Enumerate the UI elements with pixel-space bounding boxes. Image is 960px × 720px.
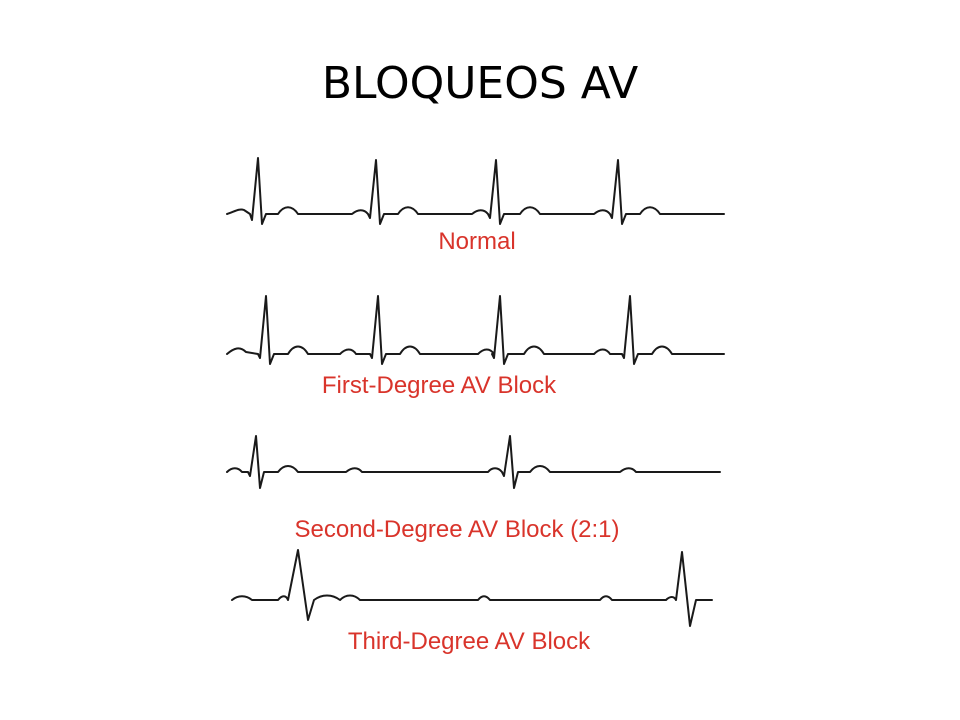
strip-label-normal: Normal xyxy=(438,228,516,255)
strip-label-third-degree: Third-Degree AV Block xyxy=(347,628,591,655)
ecg-figure: Normal First-Degree AV Block Second-Degr… xyxy=(222,148,732,668)
ecg-strip-normal: Normal xyxy=(222,148,732,255)
strip-label-first-degree: First-Degree AV Block xyxy=(321,372,557,399)
ecg-trace-first-degree xyxy=(226,295,725,365)
ecg-trace-second-degree xyxy=(226,435,721,489)
ecg-strip-second-degree: Second-Degree AV Block (2:1) xyxy=(222,430,732,543)
slide-title: BLOQUEOS AV xyxy=(321,58,639,109)
strip-label-second-degree: Second-Degree AV Block (2:1) xyxy=(294,516,620,543)
ecg-trace-normal xyxy=(226,157,725,225)
ecg-strip-first-degree: First-Degree AV Block xyxy=(222,288,732,399)
ecg-trace-third-degree xyxy=(231,549,713,627)
ecg-strip-third-degree: Third-Degree AV Block xyxy=(222,548,732,655)
